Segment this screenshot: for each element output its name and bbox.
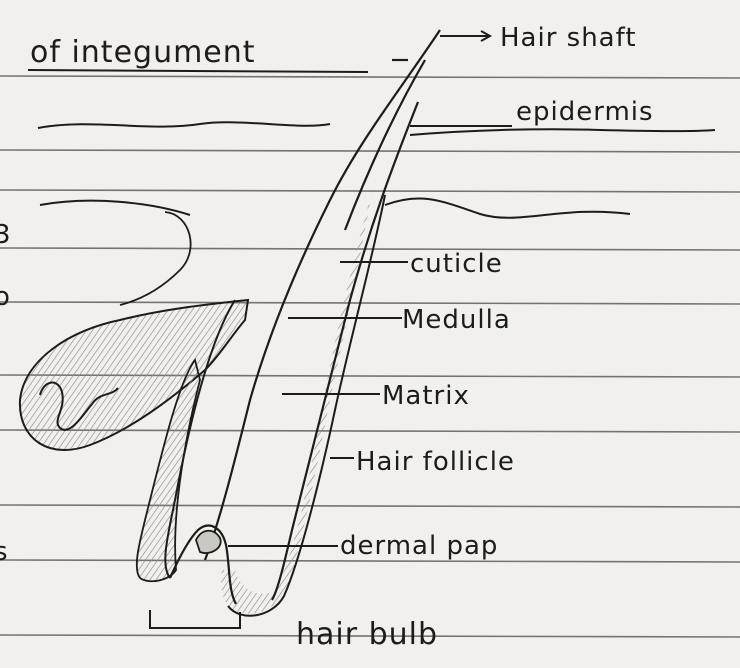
gland-duct-curve (120, 212, 191, 305)
heading-underline (28, 70, 368, 72)
label-epidermis: epidermis (516, 97, 654, 127)
heading-text: of integument (30, 35, 256, 70)
label-dermal-papilla: dermal pap (340, 531, 498, 561)
label-hair-follicle: Hair follicle (356, 447, 515, 477)
label-cuticle: cuticle (410, 249, 503, 279)
label-hair-bulb: hair bulb (296, 617, 438, 652)
hair-bulb-bracket (150, 610, 240, 628)
skin-surface (38, 122, 715, 218)
margin-mark-mid: o (0, 282, 10, 312)
margin-mark-bottom: s (0, 537, 8, 567)
margin-mark-top: 3 (0, 220, 11, 250)
label-medulla: Medulla (402, 305, 511, 335)
dermal-papilla (196, 531, 221, 553)
label-matrix: Matrix (382, 381, 470, 411)
label-hair-shaft: Hair shaft (500, 23, 637, 53)
